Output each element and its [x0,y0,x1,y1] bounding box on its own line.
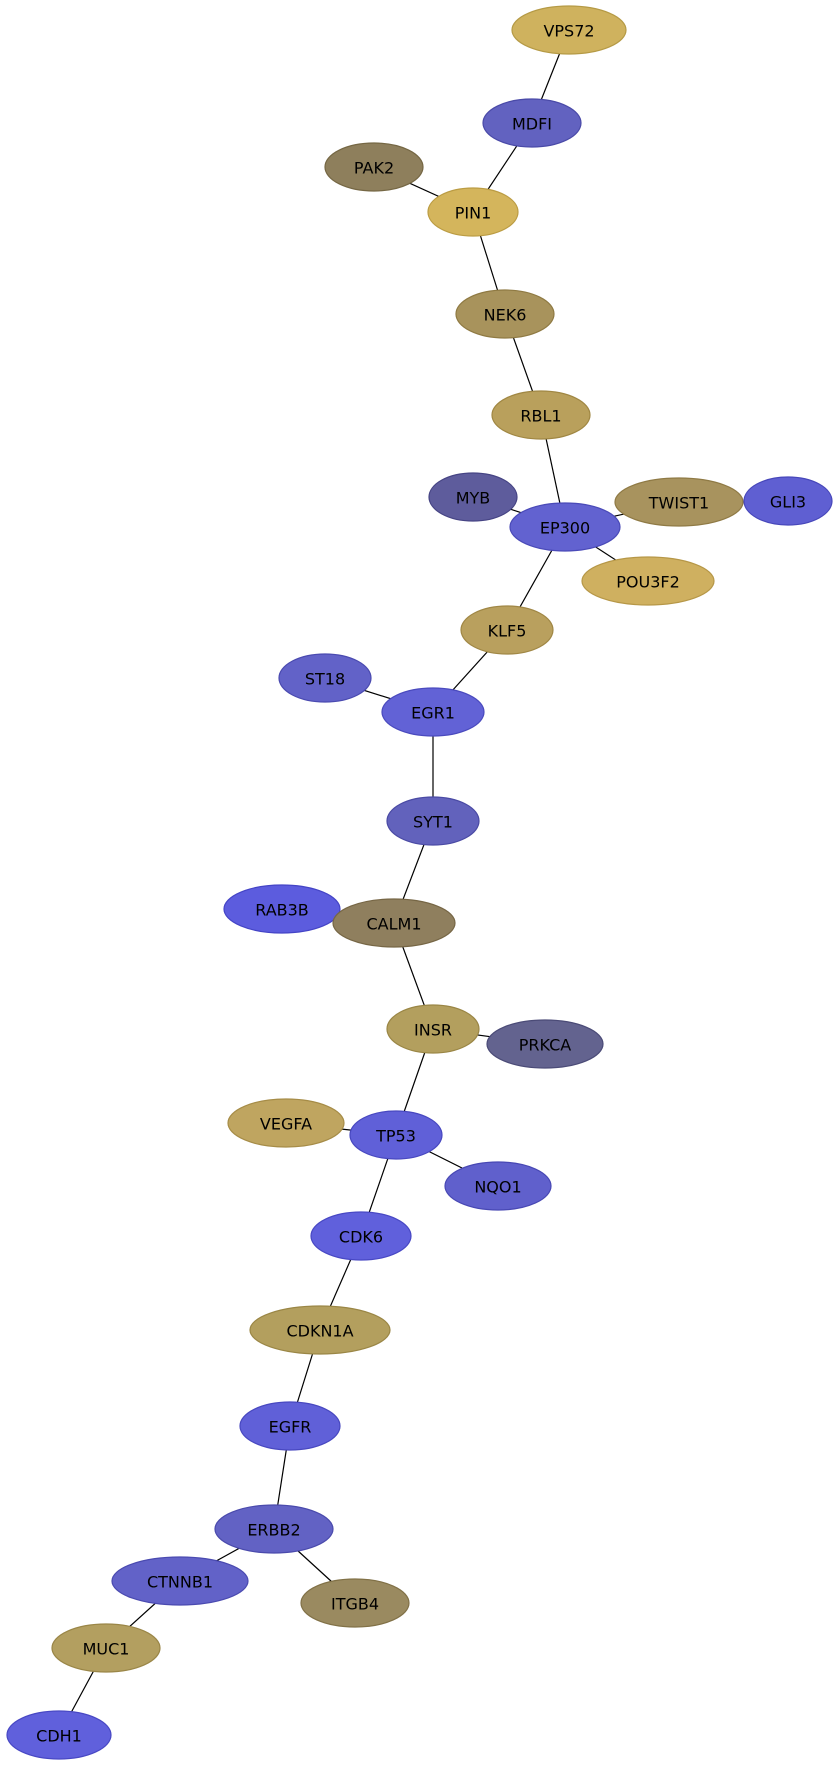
node-label: EGFR [269,1418,312,1437]
node-tp53[interactable]: TP53 [349,1110,443,1160]
node-label: CTNNB1 [147,1573,213,1592]
node-itgb4[interactable]: ITGB4 [300,1578,410,1628]
node-label: CDK6 [339,1228,383,1247]
node-label: RAB3B [255,901,309,920]
node-shape [581,556,715,606]
node-label: CALM1 [366,915,421,934]
node-label: EP300 [540,519,590,538]
node-ctnnb1[interactable]: CTNNB1 [111,1556,249,1606]
node-egfr[interactable]: EGFR [239,1401,341,1451]
node-shape [310,1211,412,1261]
node-pin1[interactable]: PIN1 [427,187,519,237]
node-label: SYT1 [413,813,453,832]
node-shape [6,1710,112,1760]
node-syt1[interactable]: SYT1 [386,796,480,846]
node-label: PAK2 [354,159,394,178]
node-prkca[interactable]: PRKCA [486,1019,604,1069]
node-label: MDFI [512,115,552,134]
node-nqo1[interactable]: NQO1 [444,1161,552,1211]
node-shape [381,687,485,737]
node-shape [386,1004,480,1054]
node-shape [743,476,833,526]
node-label: KLF5 [488,622,527,641]
node-cdkn1a[interactable]: CDKN1A [249,1305,391,1355]
node-cdh1[interactable]: CDH1 [6,1710,112,1760]
node-label: EGR1 [411,704,455,723]
node-shape [278,653,372,703]
node-label: ERBB2 [247,1521,300,1540]
node-vegfa[interactable]: VEGFA [227,1098,345,1148]
node-vps72[interactable]: VPS72 [511,5,627,55]
node-insr[interactable]: INSR [386,1004,480,1054]
node-shape [51,1623,161,1673]
node-muc1[interactable]: MUC1 [51,1623,161,1673]
node-shape [227,1098,345,1148]
node-label: ITGB4 [331,1595,379,1614]
edges-layer [58,29,680,1736]
node-rbl1[interactable]: RBL1 [491,390,591,440]
node-gli3[interactable]: GLI3 [743,476,833,526]
node-mdfi[interactable]: MDFI [482,98,582,148]
node-label: TP53 [375,1127,416,1146]
node-rab3b[interactable]: RAB3B [223,884,341,934]
node-nek6[interactable]: NEK6 [455,289,555,339]
node-label: CDKN1A [286,1322,353,1341]
node-shape [386,796,480,846]
node-st18[interactable]: ST18 [278,653,372,703]
node-shape [444,1161,552,1211]
node-cdk6[interactable]: CDK6 [310,1211,412,1261]
node-label: NEK6 [484,306,527,325]
node-label: NQO1 [474,1178,521,1197]
node-label: RBL1 [520,407,561,426]
node-calm1[interactable]: CALM1 [332,898,456,948]
node-shape [214,1504,334,1554]
node-label: VPS72 [543,22,594,41]
node-shape [324,142,424,192]
node-label: ST18 [305,670,345,689]
node-label: GLI3 [770,493,806,512]
node-label: MYB [456,489,491,508]
node-shape [491,390,591,440]
node-label: CDH1 [36,1727,82,1746]
node-twist1[interactable]: TWIST1 [614,477,744,527]
node-shape [428,472,518,522]
node-pou3f2[interactable]: POU3F2 [581,556,715,606]
node-egr1[interactable]: EGR1 [381,687,485,737]
node-shape [239,1401,341,1451]
node-shape [349,1110,443,1160]
node-label: PRKCA [519,1036,572,1055]
node-shape [300,1578,410,1628]
node-erbb2[interactable]: ERBB2 [214,1504,334,1554]
node-ep300[interactable]: EP300 [509,502,621,552]
node-myb[interactable]: MYB [428,472,518,522]
node-shape [455,289,555,339]
node-shape [511,5,627,55]
node-shape [509,502,621,552]
node-shape [482,98,582,148]
node-label: MUC1 [83,1640,130,1659]
node-shape [427,187,519,237]
node-shape [614,477,744,527]
node-label: TWIST1 [648,494,709,513]
node-shape [486,1019,604,1069]
node-label: POU3F2 [616,573,680,592]
node-klf5[interactable]: KLF5 [460,605,554,655]
node-pak2[interactable]: PAK2 [324,142,424,192]
node-shape [332,898,456,948]
node-label: INSR [414,1021,452,1040]
node-label: PIN1 [455,204,492,223]
node-label: VEGFA [260,1115,312,1134]
node-shape [111,1556,249,1606]
node-shape [249,1305,391,1355]
node-shape [460,605,554,655]
node-shape [223,884,341,934]
